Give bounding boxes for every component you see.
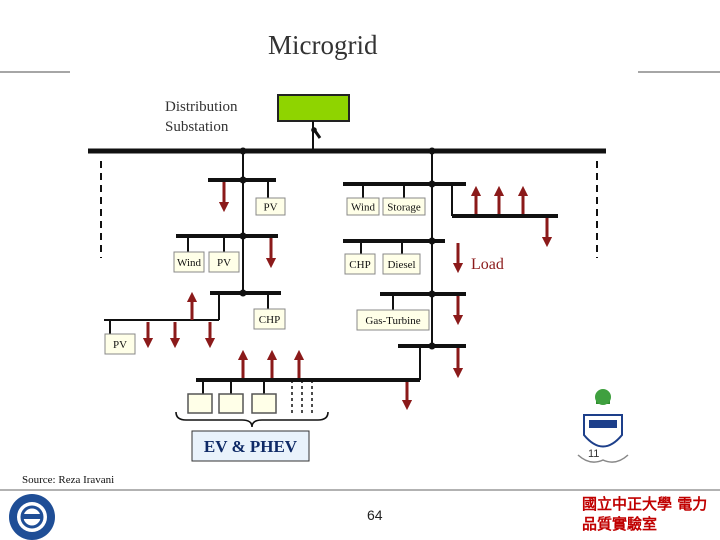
wind-box-left — [173, 251, 205, 273]
ev-brace — [175, 411, 329, 428]
pv-label-lower: PV — [113, 339, 127, 351]
pv-label-mid: PV — [217, 257, 231, 269]
supply-arrows — [186, 185, 529, 378]
storage-label: Storage — [387, 202, 421, 214]
distribution-substation-label: Distribution Substation — [165, 97, 238, 137]
junction-dots — [239, 176, 436, 350]
storage-box — [382, 197, 426, 216]
slide-mark: 11 — [588, 448, 600, 460]
university-logo-icon — [9, 494, 55, 540]
left-feeder — [104, 147, 281, 334]
substation-label-line1: Distribution — [165, 99, 238, 115]
ev-phev-label: EV & PHEV — [204, 437, 298, 456]
substation-label-line2: Substation — [165, 119, 229, 135]
ev-label-box — [191, 430, 310, 462]
gas-turbine-label: Gas-Turbine — [365, 315, 420, 327]
substation-box — [277, 94, 350, 122]
pv-label-upper: PV — [263, 202, 277, 214]
page-number: 64 — [367, 507, 383, 523]
diesel-box — [382, 253, 421, 275]
load-label: Load — [471, 256, 504, 273]
wind-box-right — [346, 197, 380, 216]
chp-label-right: CHP — [349, 259, 370, 271]
pv-box-lower — [104, 333, 136, 355]
chp-box-right — [344, 253, 376, 275]
chp-box-left — [253, 308, 286, 330]
pv-box-mid — [208, 251, 240, 273]
pv-box-upper — [255, 197, 286, 216]
diesel-label: Diesel — [387, 259, 415, 271]
ev-slots — [187, 393, 277, 414]
load-arrows — [142, 182, 553, 411]
wind-label-right: Wind — [351, 202, 375, 214]
university-crest-icon — [577, 389, 629, 463]
gas-turbine-box — [356, 309, 430, 331]
wind-label-left: Wind — [177, 257, 201, 269]
chp-label-left: CHP — [259, 314, 280, 326]
switch-pivot — [311, 127, 317, 133]
lab-name: 國立中正大學 電力品質實驗室 — [582, 495, 708, 533]
source-note: Source: Reza Iravani — [22, 474, 115, 486]
diagram-title: Microgrid — [268, 30, 378, 60]
right-feeder — [196, 147, 558, 416]
